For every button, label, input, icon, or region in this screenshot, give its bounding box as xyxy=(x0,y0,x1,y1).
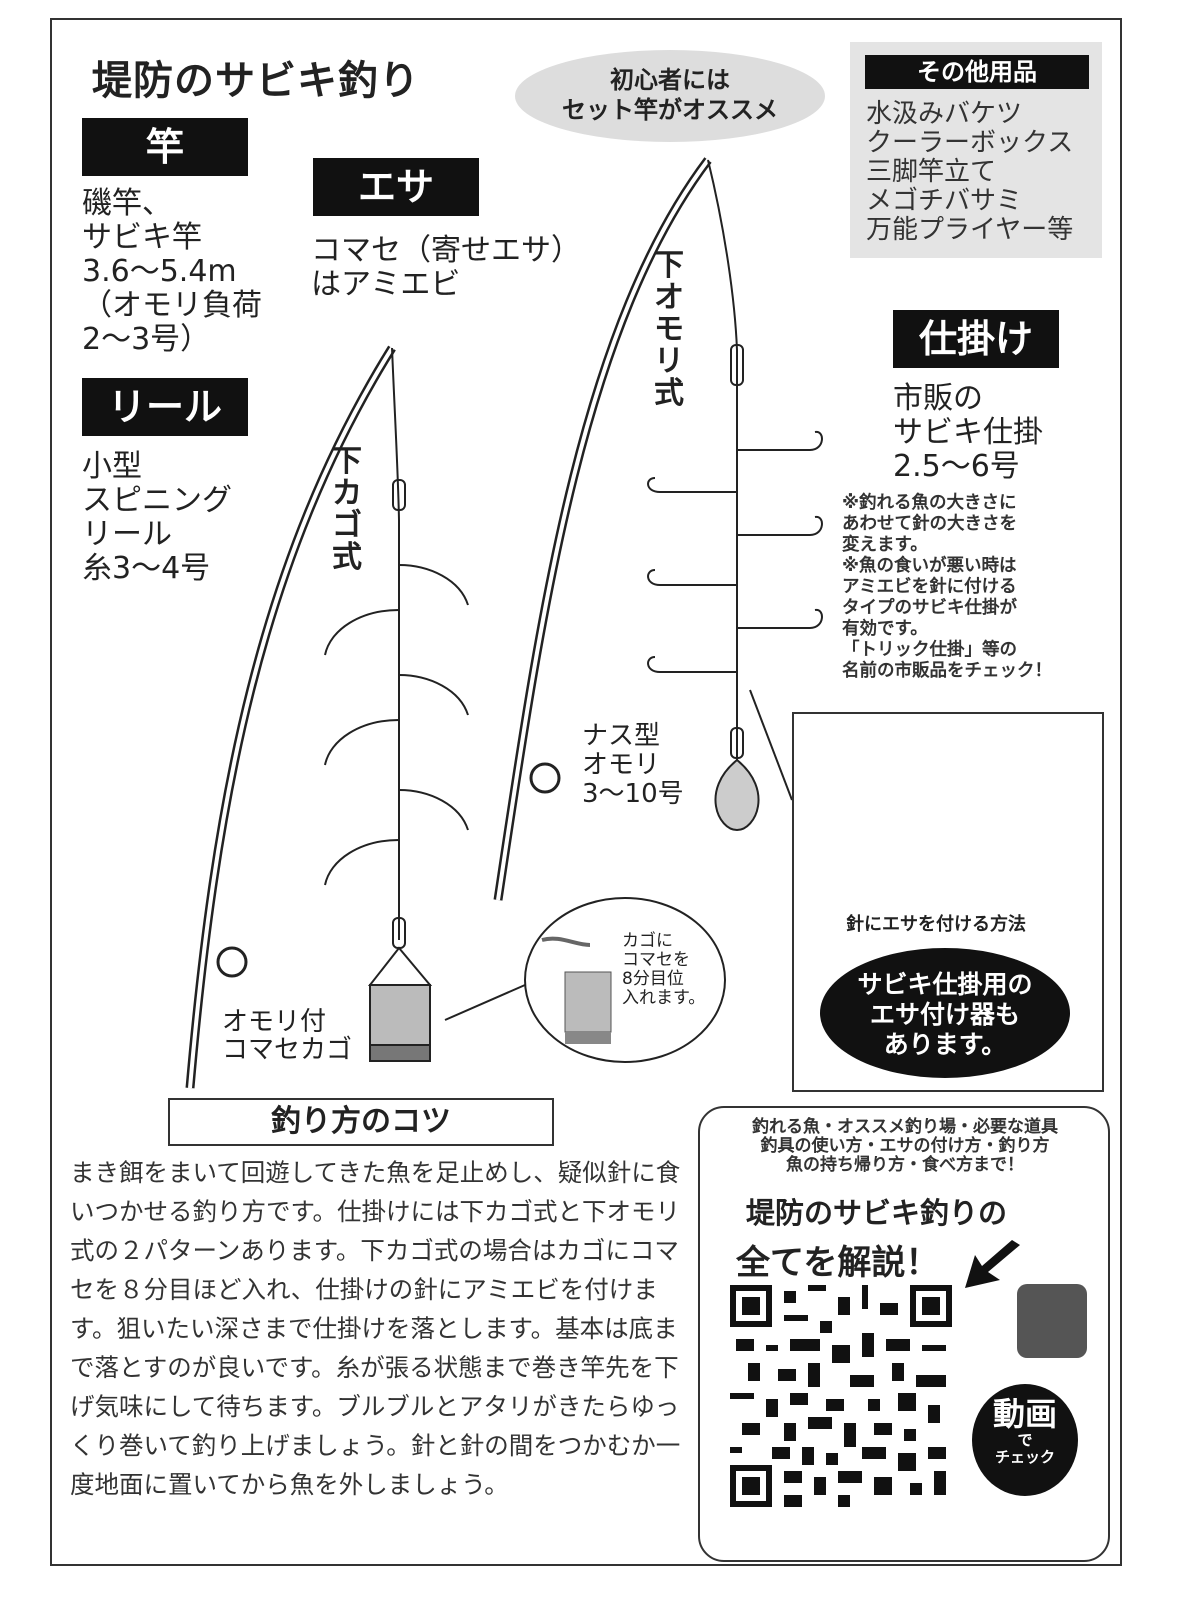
bait-header: エサ xyxy=(313,158,479,216)
reel-text: 小型 スピニング リール 糸3〜4号 xyxy=(82,449,232,586)
bottom-sinker-rig-label: 下オモリ式 xyxy=(654,248,684,411)
video-panel-title-line1: 堤防のサビキ釣りの xyxy=(746,1196,1008,1230)
tips-text: まき餌をまいて回遊してきた魚を足止めし、疑似針に食いつかせる釣り方です。仕掛けに… xyxy=(70,1158,681,1499)
logo-icon xyxy=(1017,1284,1087,1358)
rig-text: 市販の サビキ仕掛 2.5〜6号 xyxy=(893,381,1043,484)
bait-text: コマセ（寄せエサ） はアミエビ xyxy=(311,233,581,302)
page-frame xyxy=(50,18,1122,1566)
other-items-header: その他用品 xyxy=(865,55,1089,89)
bait-tool-oval: サビキ仕掛用の エサ付け器も あります。 xyxy=(820,948,1070,1078)
video-panel-title-line2: 全てを解説！ xyxy=(736,1243,940,1283)
other-items-list: 水汲みバケツ クーラーボックス 三脚竿立て メゴチバサミ 万能プライヤー等 xyxy=(866,99,1074,245)
rig-header: 仕掛け xyxy=(893,310,1059,368)
page-title: 堤防のサビキ釣り xyxy=(92,58,420,104)
rod-header: 竿 xyxy=(82,118,248,176)
rig-note: ※釣れる魚の大きさに あわせて針の大きさを 変えます。 ※魚の食いが悪い時は ア… xyxy=(842,493,1052,681)
sinker-label: ナス型 オモリ 3〜10号 xyxy=(582,721,684,809)
qr-code[interactable] xyxy=(730,1285,952,1507)
basket-label: オモリ付 コマセカゴ xyxy=(222,1007,353,1065)
check-label: で チェック xyxy=(994,1431,1055,1466)
bottom-basket-rig-label: 下カゴ式 xyxy=(332,444,362,575)
arrow-icon xyxy=(965,1240,1020,1288)
bait-method-caption: 針にエサを付ける方法 xyxy=(846,914,1026,935)
video-label: 動画 xyxy=(992,1395,1057,1433)
rod-text: 磯竿、 サビキ竿 3.6〜5.4m （オモリ負荷 2〜3号） xyxy=(82,186,262,357)
tips-header: 釣り方のコツ xyxy=(168,1098,554,1146)
beginner-tip-bubble: 初心者には セット竿がオススメ xyxy=(515,50,825,142)
video-panel-intro: 釣れる魚・オススメ釣り場・必要な道具 釣具の使い方・エサの付け方・釣り方 魚の持… xyxy=(752,1117,1058,1175)
basket-tip-text: カゴに コマセを 8分目位 入れます。 xyxy=(622,931,706,1008)
reel-header: リール xyxy=(82,378,248,436)
video-check-badge[interactable]: 動画 で チェック xyxy=(972,1384,1078,1496)
